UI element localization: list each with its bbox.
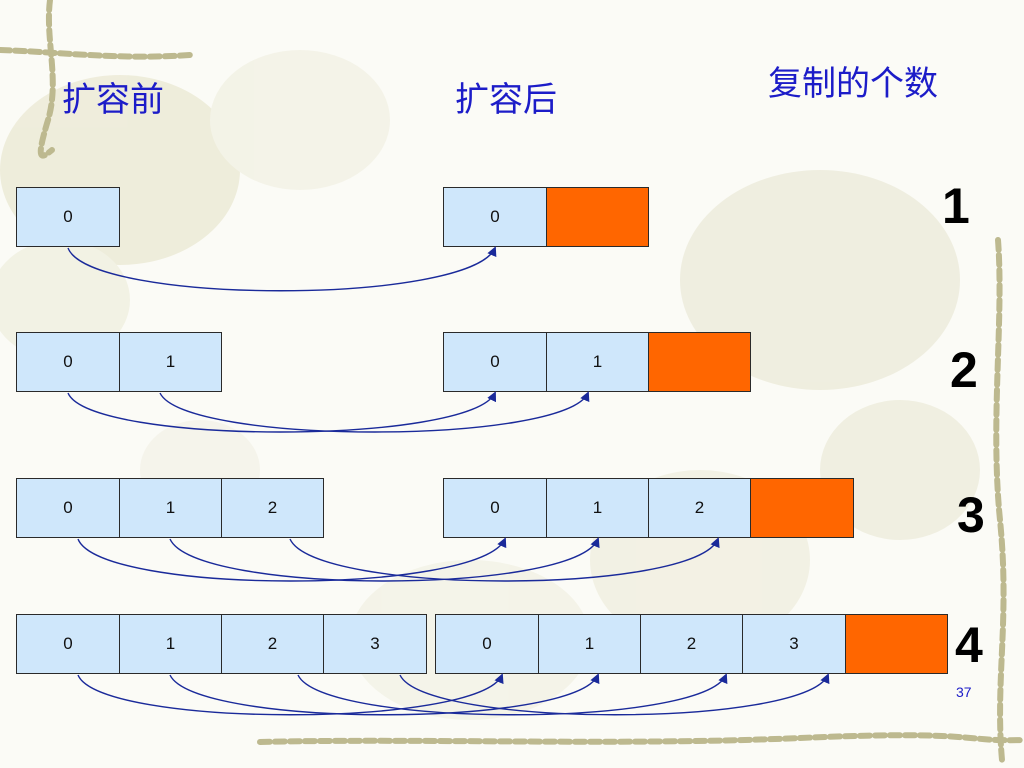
copy-count: 3 <box>957 487 985 543</box>
after-cell: 2 <box>640 614 743 674</box>
page-number: 37 <box>956 684 972 700</box>
before-cell: 0 <box>16 478 120 538</box>
after-cell: 1 <box>546 332 649 392</box>
after-cell: 0 <box>435 614 539 674</box>
new-empty-slot <box>546 187 649 247</box>
before-cell: 1 <box>119 332 222 392</box>
before-cell: 2 <box>221 478 324 538</box>
after-cell: 0 <box>443 187 547 247</box>
after-cell: 2 <box>648 478 751 538</box>
vine-right <box>993 237 1007 763</box>
vine-top-left <box>0 0 193 159</box>
copy-count: 1 <box>942 178 970 234</box>
after-cell: 3 <box>742 614 846 674</box>
before-cell: 2 <box>221 614 324 674</box>
copy-count: 2 <box>950 342 978 398</box>
after-cell: 0 <box>443 332 547 392</box>
before-cell: 0 <box>16 614 120 674</box>
after-cell: 1 <box>546 478 649 538</box>
heading-after-expansion: 扩容后 <box>455 80 557 120</box>
after-cell: 1 <box>538 614 641 674</box>
vine-bottom <box>257 732 1024 745</box>
heading-before-expansion: 扩容前 <box>62 80 164 120</box>
new-empty-slot <box>648 332 751 392</box>
before-cell: 0 <box>16 187 120 247</box>
before-cell: 0 <box>16 332 120 392</box>
after-cell: 0 <box>443 478 547 538</box>
before-cell: 1 <box>119 614 222 674</box>
new-empty-slot <box>750 478 854 538</box>
copy-count: 4 <box>955 617 983 673</box>
heading-copy-count: 复制的个数 <box>768 64 938 104</box>
before-cell: 1 <box>119 478 222 538</box>
before-cell: 3 <box>323 614 427 674</box>
new-empty-slot <box>845 614 948 674</box>
